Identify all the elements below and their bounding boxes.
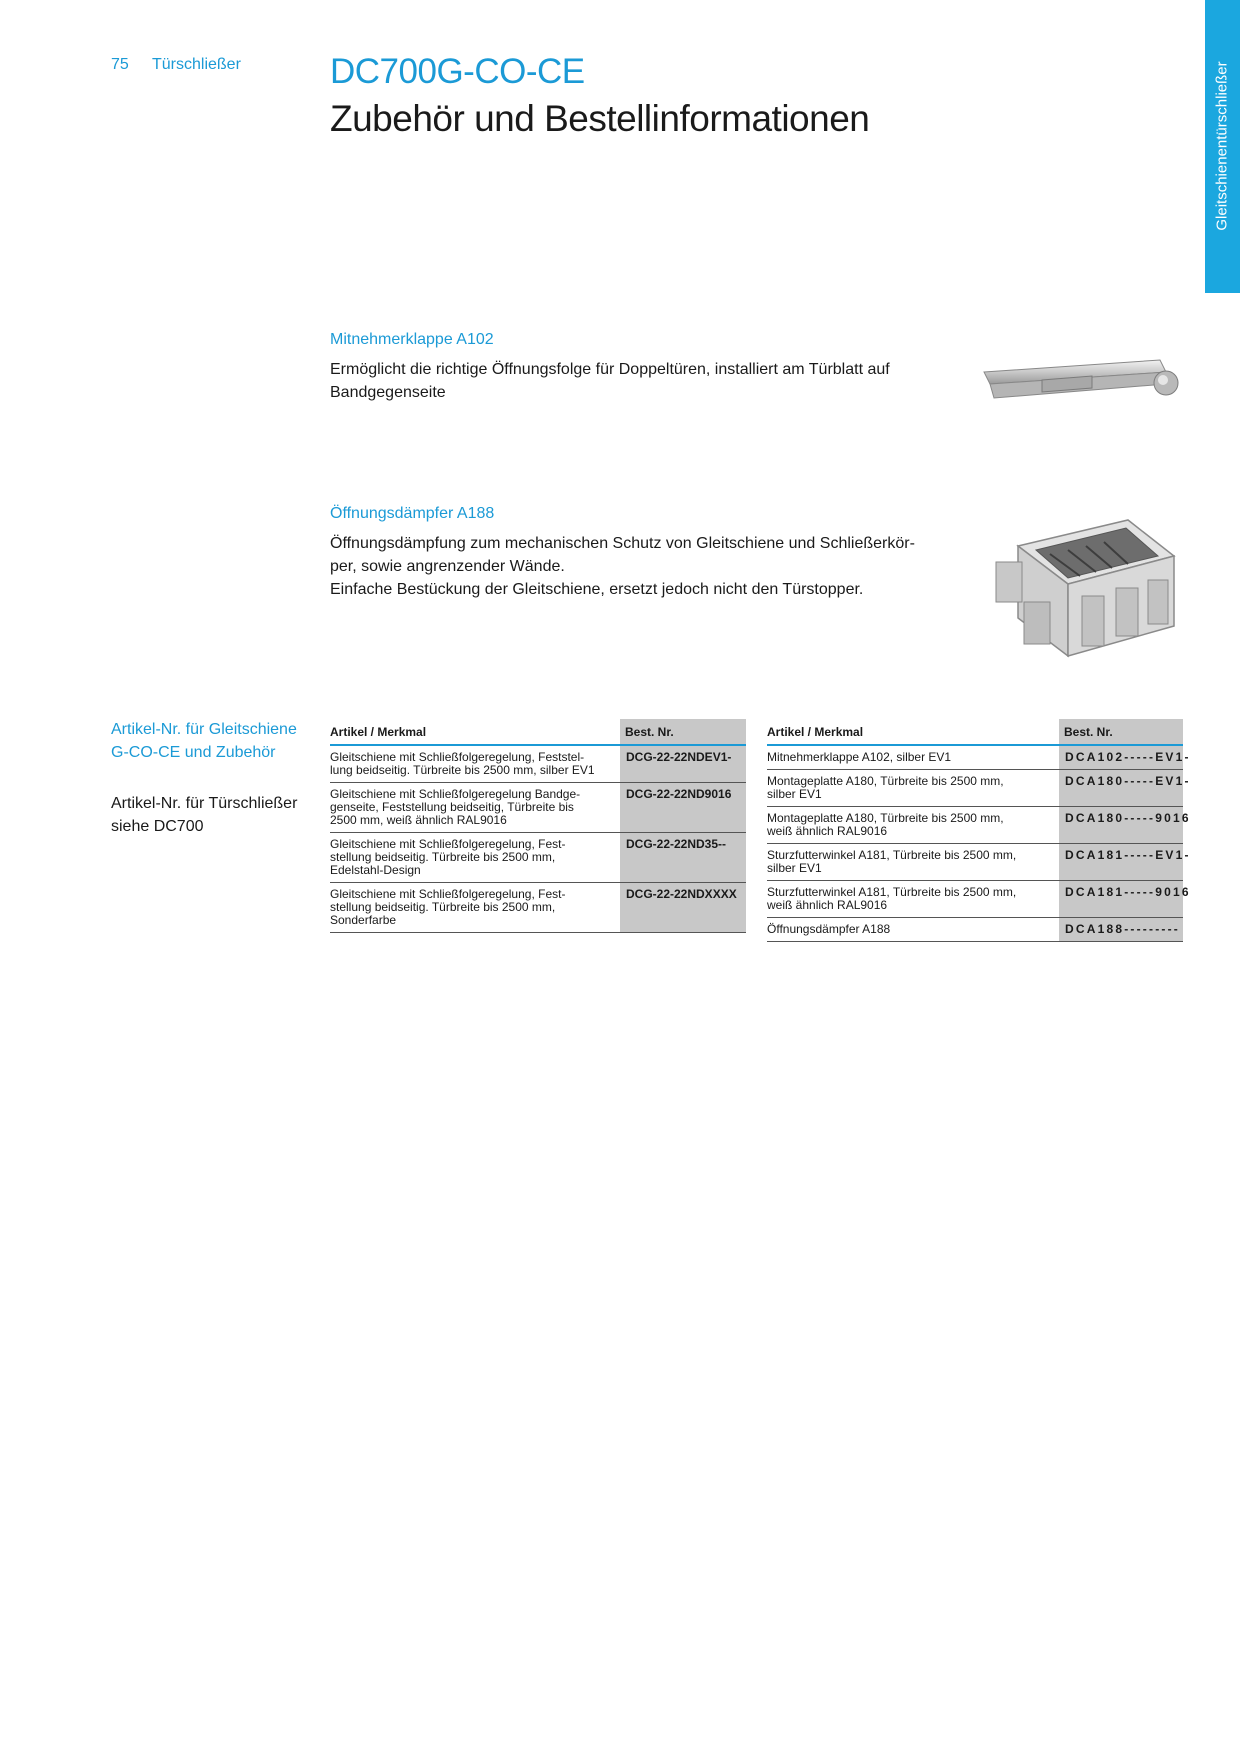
description-line: silber EV1 (767, 861, 822, 875)
accessory-title: Öffnungsdämpfer A188 (330, 505, 495, 522)
note-line: Artikel-Nr. für Türschließer (111, 795, 298, 812)
side-tab-label: Gleitschienentürschließer (1213, 61, 1231, 231)
description-line: Edelstahl-Design (330, 863, 421, 877)
accessory-description: Ermöglicht die richtige Öffnungsfolge fü… (330, 358, 960, 404)
page-title: DC700G-CO-CE (330, 52, 585, 91)
order-number: DCA181-----EV1- (1059, 843, 1188, 881)
section-name: Türschließer (152, 56, 241, 73)
column-header-article: Artikel / Merkmal (767, 719, 1059, 746)
table-row: Mitnehmerklappe A102, silber EV1 DCA102-… (767, 745, 1188, 770)
description-line: Bandgegenseite (330, 384, 446, 401)
order-number: DCA102-----EV1- (1059, 745, 1188, 770)
description-line: Ermöglicht die richtige Öffnungsfolge fü… (330, 361, 890, 378)
description-line: weiß ähnlich RAL9016 (767, 824, 888, 838)
order-number: DCA180-----9016 (1059, 806, 1189, 844)
page-subtitle: Zubehör und Bestellinformationen (330, 98, 870, 139)
article-description: Gleitschiene mit Schließfolgeregelung, F… (330, 832, 620, 883)
description-line: silber EV1 (767, 787, 822, 801)
description-line: stellung beidseitig. Türbreite bis 2500 … (330, 850, 556, 864)
accessory-order-table: Artikel / Merkmal Best. Nr. Mitnehmerkla… (767, 719, 1189, 942)
order-number: DCA188--------- (1059, 917, 1183, 942)
accessory-description: Öffnungsdämpfung zum mechanischen Schutz… (330, 532, 960, 601)
order-number: DCG-22-22NDXXXX (620, 882, 746, 933)
table-row: Gleitschiene mit Schließfolgeregelung, F… (330, 745, 746, 783)
closing-sequence-bar-image (983, 359, 1179, 399)
description-line: Gleitschiene mit Schließfolgeregelung Ba… (330, 787, 581, 801)
description-line: Gleitschiene mit Schließfolgeregelung, F… (330, 750, 585, 764)
article-description: Montageplatte A180, Türbreite bis 2500 m… (767, 806, 1059, 844)
description-line: Sturzfutterwinkel A181, Türbreite bis 25… (767, 848, 1017, 862)
article-number-heading: Artikel-Nr. für Gleitschiene G-CO-CE und… (111, 718, 297, 764)
order-number: DCG-22-22NDEV1- (620, 745, 746, 783)
description-line: Montageplatte A180, Türbreite bis 2500 m… (767, 811, 1004, 825)
table-row: Gleitschiene mit Schließfolgeregelung, F… (330, 882, 746, 933)
article-description: Öffnungsdämpfer A188 (767, 917, 1059, 942)
description-line: 2500 mm, weiß ähnlich RAL9016 (330, 813, 507, 827)
description-line: Öffnungsdämpfer A188 (767, 922, 891, 936)
opening-damper-image (995, 519, 1176, 658)
description-line: Öffnungsdämpfung zum mechanischen Schutz… (330, 535, 915, 552)
description-line: Montageplatte A180, Türbreite bis 2500 m… (767, 774, 1004, 788)
article-description: Sturzfutterwinkel A181, Türbreite bis 25… (767, 843, 1059, 881)
table-header-row: Artikel / Merkmal Best. Nr. (330, 719, 746, 746)
column-header-article: Artikel / Merkmal (330, 719, 620, 746)
order-number: DCA181-----9016 (1059, 880, 1189, 918)
description-line: Sturzfutterwinkel A181, Türbreite bis 25… (767, 885, 1017, 899)
article-description: Sturzfutterwinkel A181, Türbreite bis 25… (767, 880, 1059, 918)
description-line: Gleitschiene mit Schließfolgeregelung, F… (330, 837, 566, 851)
column-header-order-number: Best. Nr. (1059, 719, 1183, 746)
description-line: stellung beidseitig. Türbreite bis 2500 … (330, 900, 556, 914)
description-line: Einfache Bestückung der Gleitschiene, er… (330, 581, 864, 598)
article-description: Gleitschiene mit Schließfolgeregelung, F… (330, 745, 620, 783)
description-line: genseite, Feststellung beidseitig, Türbr… (330, 800, 574, 814)
description-line: Sonderfarbe (330, 913, 397, 927)
table-header-row: Artikel / Merkmal Best. Nr. (767, 719, 1183, 746)
order-number: DCG-22-22ND9016 (620, 782, 746, 833)
table-row: Montageplatte A180, Türbreite bis 2500 m… (767, 769, 1188, 807)
table-row: Sturzfutterwinkel A181, Türbreite bis 25… (767, 880, 1189, 918)
table-row: Gleitschiene mit Schließfolgeregelung Ba… (330, 782, 746, 833)
note-line: siehe DC700 (111, 818, 204, 835)
column-header-order-number: Best. Nr. (620, 719, 746, 746)
article-description: Mitnehmerklappe A102, silber EV1 (767, 745, 1059, 770)
description-line: weiß ähnlich RAL9016 (767, 898, 888, 912)
table-row: Montageplatte A180, Türbreite bis 2500 m… (767, 806, 1189, 844)
article-description: Gleitschiene mit Schließfolgeregelung Ba… (330, 782, 620, 833)
side-tab (1205, 0, 1240, 293)
table-row: Öffnungsdämpfer A188 DCA188--------- (767, 917, 1183, 942)
heading-line: G-CO-CE und Zubehör (111, 744, 276, 761)
page-number: 75 (111, 56, 129, 73)
description-line: lung beidseitig. Türbreite bis 2500 mm, … (330, 763, 595, 777)
table-row: Sturzfutterwinkel A181, Türbreite bis 25… (767, 843, 1188, 881)
description-line: Mitnehmerklappe A102, silber EV1 (767, 750, 952, 764)
accessory-title: Mitnehmerklappe A102 (330, 331, 494, 348)
heading-line: Artikel-Nr. für Gleitschiene (111, 721, 297, 738)
table-row: Gleitschiene mit Schließfolgeregelung, F… (330, 832, 746, 883)
description-line: per, sowie angrenzender Wände. (330, 558, 565, 575)
article-description: Montageplatte A180, Türbreite bis 2500 m… (767, 769, 1059, 807)
article-number-note: Artikel-Nr. für Türschließer siehe DC700 (111, 792, 297, 838)
description-line: Gleitschiene mit Schließfolgeregelung, F… (330, 887, 566, 901)
order-number: DCA180-----EV1- (1059, 769, 1188, 807)
slide-rail-order-table: Artikel / Merkmal Best. Nr. Gleitschiene… (330, 719, 746, 933)
article-description: Gleitschiene mit Schließfolgeregelung, F… (330, 882, 620, 933)
order-number: DCG-22-22ND35-- (620, 832, 746, 883)
